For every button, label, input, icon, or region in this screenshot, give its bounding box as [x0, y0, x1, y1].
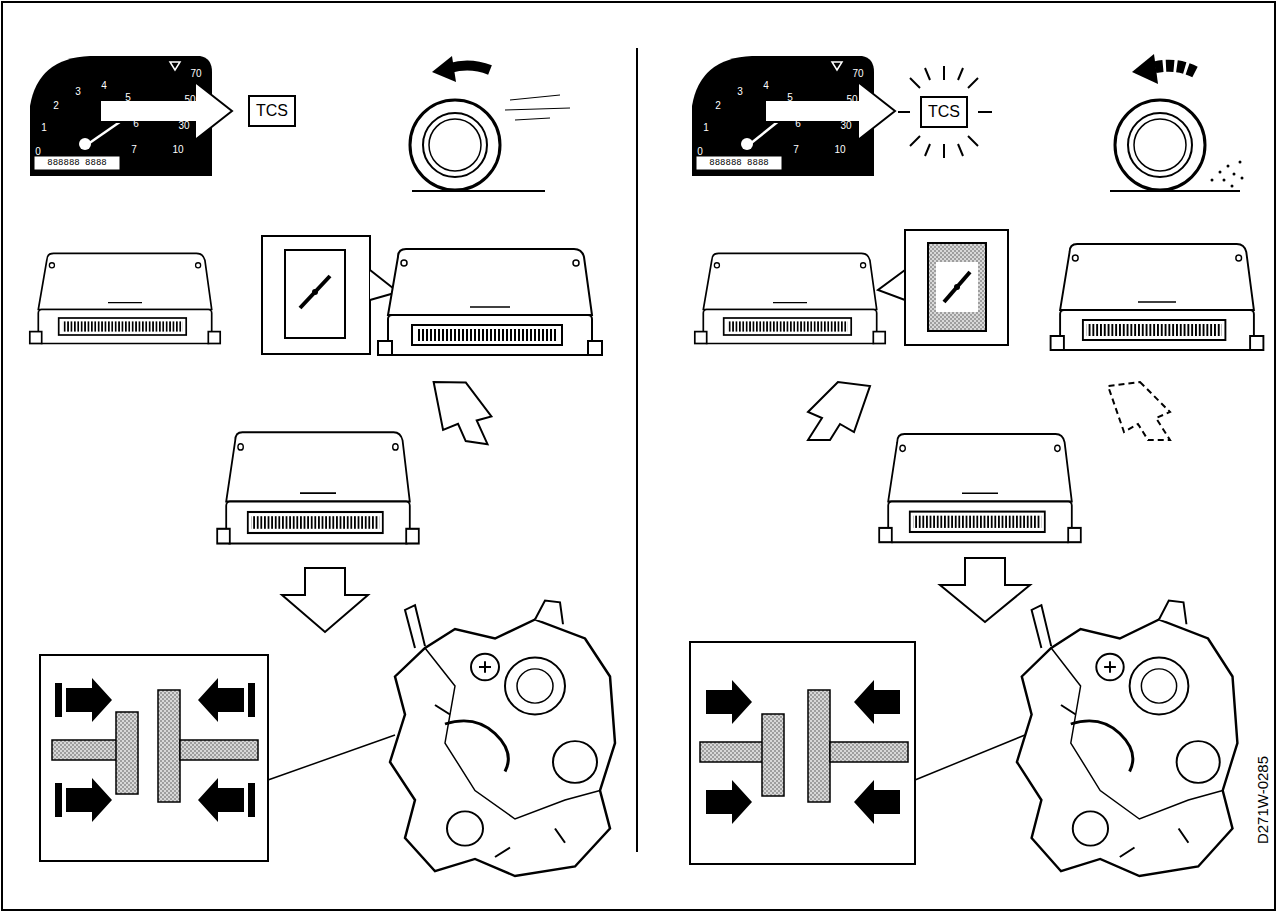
gauge-number: 7 [793, 145, 799, 155]
gauge-number: 1 [41, 123, 47, 133]
gauge-number: 50 [184, 95, 195, 105]
indicator-box: TCS [248, 95, 296, 127]
gauge-number: 0 [697, 147, 703, 157]
indicator-text: TCS [928, 103, 960, 121]
gauge-number: 3 [737, 87, 743, 97]
odometer-digits: 888888 8888 [47, 159, 106, 168]
gauge-number: 4 [101, 81, 107, 91]
gauge-number: 10 [834, 145, 845, 155]
gauge-number: 50 [846, 95, 857, 105]
gauge-number: 3 [75, 87, 81, 97]
figure-code: D271W-0285 [1255, 756, 1270, 844]
gauge-number: 7 [131, 145, 137, 155]
gauge-number: 2 [715, 101, 721, 111]
gauge-number: 30 [178, 121, 189, 131]
gauge-number: 5 [125, 93, 131, 103]
gauge-number: 6 [795, 119, 801, 129]
gauge-number: 70 [190, 69, 201, 79]
gauge-number: 5 [787, 93, 793, 103]
gauge-number: 4 [763, 81, 769, 91]
gauge-number: 2 [53, 101, 59, 111]
gauge-number: 6 [133, 119, 139, 129]
gauge-number: 0 [35, 147, 41, 157]
gauge-number: 10 [172, 145, 183, 155]
indicator-text: TCS [256, 102, 288, 120]
indicator-box: TCS [920, 96, 968, 128]
gauge-number: 30 [840, 121, 851, 131]
gauge-number: 70 [852, 69, 863, 79]
gauge-number: 1 [703, 123, 709, 133]
odometer-digits: 888888 8888 [709, 159, 768, 168]
